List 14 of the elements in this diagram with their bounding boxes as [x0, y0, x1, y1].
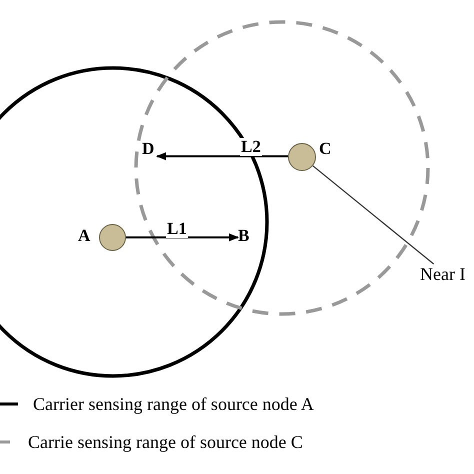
leader-line — [312, 165, 434, 264]
annotation-text: Near I — [420, 264, 466, 284]
node-label: A — [78, 226, 90, 246]
node-label: D — [142, 139, 156, 159]
legend-text: Carrie sensing range of source node C — [28, 432, 303, 452]
edge-label: L2 — [240, 138, 262, 156]
node-label: C — [319, 139, 332, 159]
node-circle — [288, 143, 316, 171]
arrow — [126, 233, 239, 242]
legend-text: Carrier sensing range of source node A — [33, 394, 314, 414]
node-circle — [99, 224, 126, 251]
node-label: B — [238, 226, 250, 246]
edge-label: L1 — [166, 220, 188, 238]
arrow — [156, 152, 288, 160]
